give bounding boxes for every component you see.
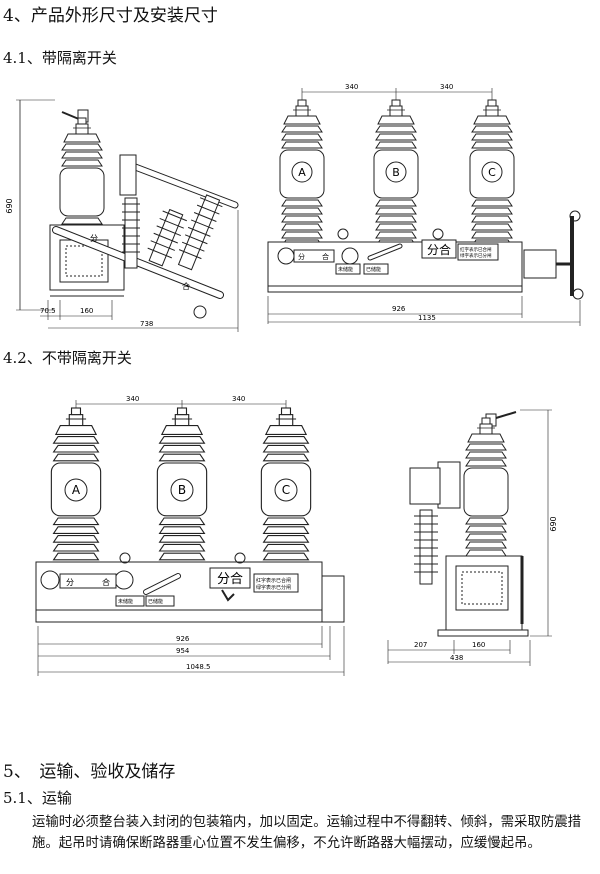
fig1-front-overall: 1135 <box>418 314 436 322</box>
fig2-phase-a: A <box>72 483 81 497</box>
transport-paragraph: 运输时必须整台装入封闭的包装箱内，加以固定。运输过程中不得翻转、倾斜，需采取防震… <box>22 812 592 854</box>
fig1-side-view: 690 分 合 <box>5 99 239 332</box>
fig2-note1: 红字表示已合闸 <box>256 577 291 584</box>
section-5-1-title: 5.1、运输 <box>3 789 72 807</box>
fig1-front-top2: 340 <box>440 83 453 91</box>
fig1-phase-b: B <box>392 166 400 179</box>
fig2-front-d3: 1048.5 <box>186 663 211 671</box>
fig2-note2: 绿字表示已分闸 <box>256 584 291 591</box>
fig1-phase-c: C <box>488 166 496 179</box>
fig2-phase-b: B <box>178 483 186 497</box>
fig2-side-view: 690 207 160 438 <box>387 409 558 666</box>
fig1-front-top1: 340 <box>345 83 358 91</box>
fig1-ind1: 未储能 <box>338 266 353 273</box>
section-4-2-title: 4.2、不带隔离开关 <box>3 349 132 367</box>
fig2-fen: 分 <box>66 578 74 587</box>
fig2-phase-c: C <box>282 483 290 497</box>
fig1-phase-a: A <box>298 166 306 179</box>
fig2-front-d2: 954 <box>176 647 190 655</box>
fig1-side-d1: 70.5 <box>40 307 56 315</box>
fig2-panel-label: 分合 <box>217 572 243 587</box>
fig1-side-d2: 160 <box>80 307 93 315</box>
fig1-note2: 绿字表示已分闸 <box>460 252 492 259</box>
fig2-side-height: 690 <box>549 516 558 531</box>
fig1-note1: 红字表示已合闸 <box>460 246 492 253</box>
fig1-front-view: 340 340 A B C 分 合 未储能 已储能 <box>267 83 584 326</box>
fig1-panel-label: 分合 <box>427 242 451 257</box>
fig1-front-inner: 926 <box>392 305 406 313</box>
svg-text:分: 分 <box>90 234 98 243</box>
fig2-he: 合 <box>102 577 110 587</box>
svg-text:合: 合 <box>182 281 190 291</box>
fig1-he: 合 <box>322 252 329 261</box>
fig2-front-top1: 340 <box>126 395 139 403</box>
fig2-side-total: 438 <box>450 654 463 662</box>
fig1-ind2: 已储能 <box>366 266 381 273</box>
fig1-side-total: 738 <box>140 320 153 328</box>
section-4-1-title: 4.1、带隔离开关 <box>3 49 117 67</box>
fig2-side-d1: 207 <box>414 641 427 649</box>
fig2-front-view: 340 340 A B C 分 合 未储能 已储能 <box>35 395 345 676</box>
fig2-front-d1: 926 <box>176 635 190 643</box>
section-4-title: 4、产品外形尺寸及安装尺寸 <box>3 6 218 26</box>
fig2-ind2: 已储能 <box>148 598 163 605</box>
figure-4-2: 340 340 A B C 分 合 未储能 已储能 <box>35 395 558 676</box>
fig1-side-height: 690 <box>5 198 14 213</box>
fig2-side-d2: 160 <box>472 641 485 649</box>
fig2-front-top2: 340 <box>232 395 245 403</box>
fig2-ind1: 未储能 <box>118 598 133 605</box>
transport-text: 运输时必须整台装入封闭的包装箱内，加以固定。运输过程中不得翻转、倾斜，需采取防震… <box>32 815 582 851</box>
fig1-fen: 分 <box>298 252 305 261</box>
section-5-title: 5、 运输、验收及储存 <box>3 762 176 782</box>
figure-4-1: 690 分 合 <box>5 83 584 332</box>
